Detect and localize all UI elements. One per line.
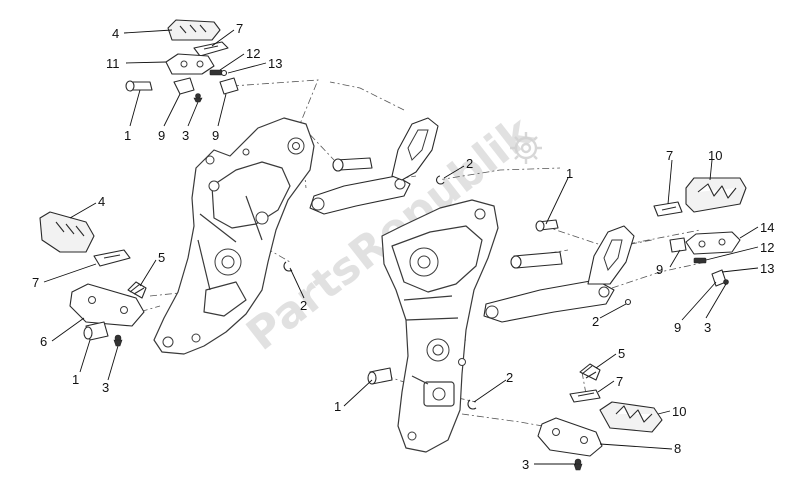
callout-label: 13	[760, 261, 774, 276]
left-footpeg-group	[39, 211, 147, 347]
leader-lines	[43, 29, 759, 465]
callout-label: 7	[666, 148, 673, 163]
callout-label: 4	[112, 26, 119, 41]
callout-label: 2	[506, 370, 513, 385]
upper-footpeg-hanger	[309, 117, 439, 215]
callout-label: 6	[40, 334, 47, 349]
callout-label: 10	[708, 148, 722, 163]
callout-label: 7	[616, 374, 623, 389]
callout-label: 7	[32, 275, 39, 290]
callout-label: 2	[466, 156, 473, 171]
callout-label: 10	[672, 404, 686, 419]
top-left-footpeg-group	[125, 19, 239, 103]
callout-label: 3	[704, 320, 711, 335]
callout-label: 4	[98, 194, 105, 209]
callout-label: 7	[236, 21, 243, 36]
callout-label: 9	[158, 128, 165, 143]
callout-label: 8	[674, 441, 681, 456]
callout-label: 12	[246, 46, 260, 61]
callout-label: 13	[268, 56, 282, 71]
callout-label: 9	[656, 262, 663, 277]
callout-label: 14	[760, 220, 774, 235]
callout-label: 1	[124, 128, 131, 143]
callout-numbers: 4 7 11 12 13 1 9 3 9 2 4 7 5 6 1 3 2 1 7…	[32, 21, 774, 472]
callout-label: 3	[102, 380, 109, 395]
callout-label: 9	[674, 320, 681, 335]
left-frame-bracket	[153, 117, 315, 355]
callout-label: 1	[566, 166, 573, 181]
callout-label: 12	[760, 240, 774, 255]
central-frame-bracket	[381, 199, 499, 453]
circlip-right	[624, 298, 632, 306]
circlip-upper	[436, 175, 445, 185]
callout-label: 2	[300, 298, 307, 313]
callout-label: 1	[334, 399, 341, 414]
callout-label: 3	[522, 457, 529, 472]
callout-label: 3	[182, 128, 189, 143]
callout-label: 5	[618, 346, 625, 361]
circlip-lower	[467, 399, 477, 410]
callout-label: 9	[212, 128, 219, 143]
callout-label: 2	[592, 314, 599, 329]
right-footpeg-hanger	[483, 225, 635, 323]
right-bottom-footpeg-group	[367, 363, 663, 471]
gear-icon	[510, 132, 542, 164]
callout-label: 1	[72, 372, 79, 387]
right-top-footpeg-group	[535, 177, 747, 287]
callout-label: 5	[158, 250, 165, 265]
callout-label: 11	[106, 56, 120, 71]
